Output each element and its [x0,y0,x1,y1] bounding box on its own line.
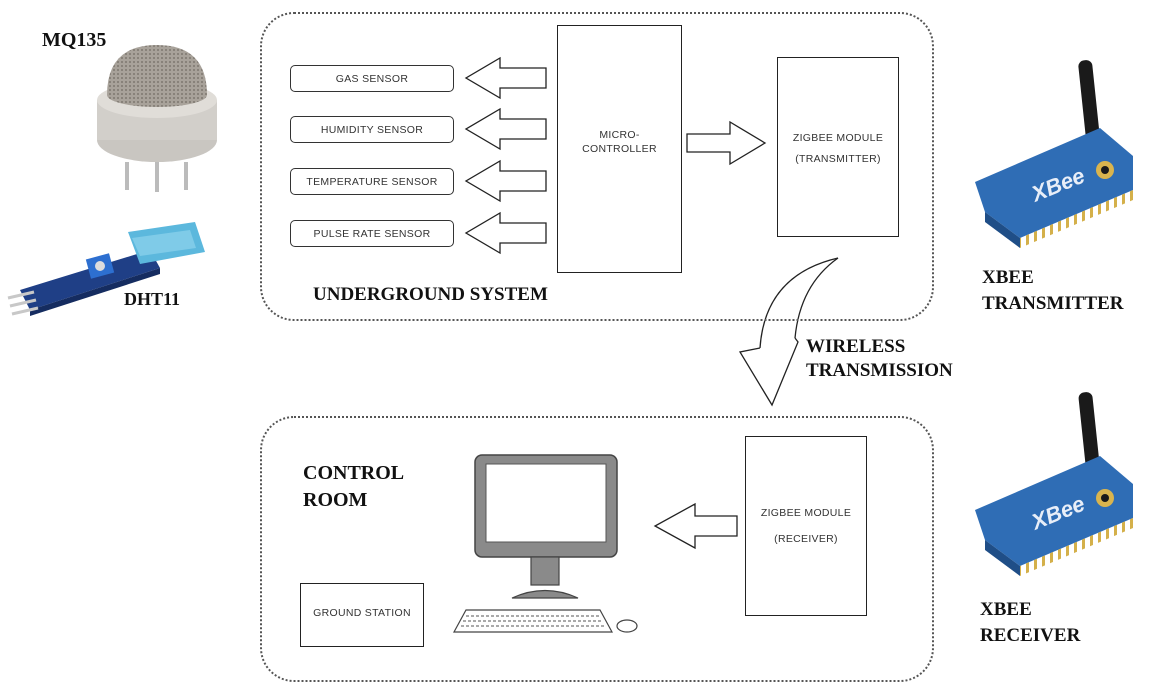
sensor-arrow [464,159,547,203]
xbee-transmitter-line2: TRANSMITTER [982,292,1124,314]
pulse-rate-sensor-box: PULSE RATE SENSOR [290,220,454,247]
sensor-arrow [464,211,547,255]
underground-system-region [260,12,934,321]
xbee-transmitter-label: XBEE TRANSMITTER [982,265,1123,316]
control-room-title: CONTROL ROOM [303,460,404,514]
microcontroller-label: MICRO- CONTROLLER [557,128,682,156]
zigbee-transmitter-box [777,57,899,237]
dht11-module-image [7,222,205,316]
xbee-transmitter-line1: XBEE [982,267,1034,288]
dht11-label: DHT11 [124,289,181,309]
microcontroller-label-line1: MICRO- [599,129,640,141]
mq135-label: MQ135 [42,29,107,51]
zigbee-receiver-label: ZIGBEE MODULE (RECEIVER) [745,500,867,553]
wireless-arrow [738,257,839,407]
control-room-region [260,416,934,682]
xbee-transmitter-image: XBee [975,60,1133,248]
wireless-transmission-label: WIRELESS TRANSMISSION [806,335,953,383]
zigbee-receiver-box [745,436,867,616]
mq135-sensor-image [97,45,217,192]
control-room-line2: ROOM [303,489,368,511]
computer-icon [452,454,638,633]
control-room-line1: CONTROL [303,462,405,484]
mcu-to-zigbee-arrow [686,120,767,166]
wireless-label-line1: WIRELESS [806,336,906,357]
ground-station-box [300,583,424,647]
xbee-receiver-line2: RECEIVER [980,624,1081,646]
humidity-sensor-box: HUMIDITY SENSOR [290,116,454,143]
gas-sensor-box: GAS SENSOR [290,65,454,92]
sensor-arrow [464,107,547,151]
xbee-receiver-label: XBEE RECEIVER [980,597,1080,648]
xbee-receiver-line1: XBEE [980,599,1032,620]
zigbee-transmitter-line1: ZIGBEE MODULE [792,132,884,144]
sensor-arrow [464,56,547,100]
wireless-label-line2: TRANSMISSION [806,359,953,381]
ground-station-label: GROUND STATION [313,607,411,619]
zigbee-transmitter-label: ZIGBEE MODULE (TRANSMITTER) [777,128,899,170]
zigbee-receiver-line2: (RECEIVER) [774,533,838,546]
zigbee-receiver-line1: ZIGBEE MODULE [760,507,852,519]
xbee-receiver-image: XBee [975,392,1133,576]
underground-system-title: UNDERGROUND SYSTEM [313,284,548,305]
temperature-sensor-box: TEMPERATURE SENSOR [290,168,454,195]
zigbee-to-computer-arrow [653,502,738,550]
zigbee-transmitter-line2: (TRANSMITTER) [795,153,881,165]
microcontroller-box [557,25,682,273]
microcontroller-label-line2: CONTROLLER [582,143,657,156]
